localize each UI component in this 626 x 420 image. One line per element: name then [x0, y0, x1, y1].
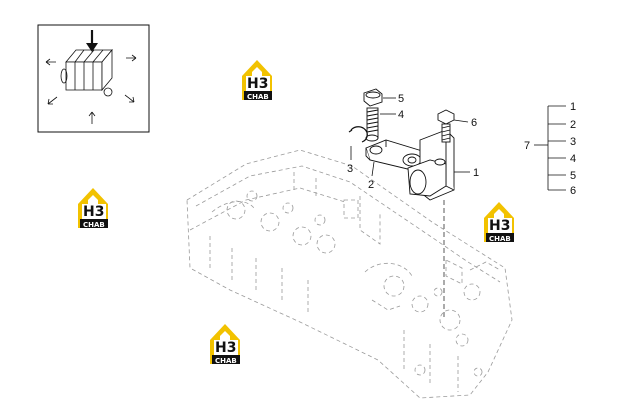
- logo-badge: H3: [489, 218, 510, 234]
- callout-6: 6: [471, 117, 477, 129]
- kit-legend: 7 1 2 3 4 5 6: [524, 101, 576, 197]
- logo-badge: H3: [247, 76, 268, 92]
- install-direction-inset: [37, 24, 150, 133]
- callout-3: 3: [347, 163, 353, 175]
- legend-item: 3: [570, 136, 576, 148]
- logo-badge: H3: [215, 340, 236, 356]
- logo-badge: H3: [83, 204, 104, 220]
- callout-1: 1: [473, 167, 479, 179]
- h3-chab-logo-icon: H3 CHAB: [242, 60, 272, 101]
- legend-item: 2: [570, 119, 576, 131]
- install-direction-icon: [45, 30, 137, 124]
- callout-4: 4: [398, 109, 404, 121]
- leader-lines: [350, 97, 470, 177]
- legend-item: 6: [570, 185, 576, 197]
- part-5-nut: [363, 88, 383, 107]
- legend-item: 4: [570, 153, 576, 165]
- h3-chab-logo-icon: H3 CHAB: [78, 188, 108, 229]
- legend-item: 5: [570, 170, 576, 182]
- legend-group-7: 7: [524, 140, 530, 152]
- part-4-adjusting-screw: [365, 107, 379, 142]
- logo-text: CHAB: [247, 93, 269, 101]
- part-1-rocker-support: [407, 129, 455, 201]
- callout-2: 2: [368, 179, 374, 191]
- h3-chab-logo-icon: H3 CHAB: [484, 202, 514, 243]
- part-3-circlip: [348, 126, 368, 143]
- cylinder-head-ghost: [186, 149, 513, 399]
- logo-text: CHAB: [215, 357, 237, 365]
- callout-5: 5: [398, 93, 404, 105]
- legend-item: 1: [570, 101, 576, 113]
- logo-text: CHAB: [83, 221, 105, 229]
- h3-chab-logo-icon: H3 CHAB: [210, 324, 240, 365]
- logo-text: CHAB: [489, 235, 511, 243]
